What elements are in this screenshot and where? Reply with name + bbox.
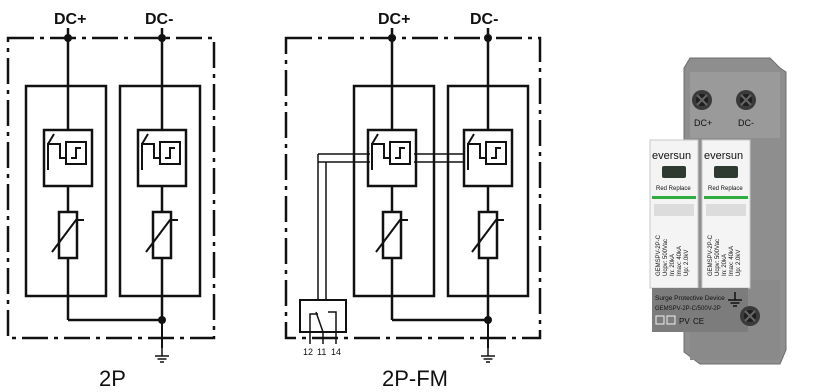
contact-pin-label: 11: [317, 347, 326, 357]
remote-signal-contact: 12 11 14: [299, 299, 347, 357]
base-mark: PV: [679, 317, 690, 326]
svg-text:Ucpv: 500Vac: Ucpv: 500Vac: [715, 239, 721, 276]
contact-pin-label: 12: [303, 347, 313, 357]
svg-text:GEMSPV-2P-C: GEMSPV-2P-C: [708, 234, 714, 276]
ground-icon: [154, 347, 170, 363]
svg-text:In: 20kA: In: 20kA: [722, 254, 728, 276]
module-brand: eversun: [652, 150, 691, 162]
window-note: Red Replace: [708, 186, 743, 192]
housing-terminal-label: DC+: [694, 118, 712, 128]
enclosure-outline: [284, 36, 542, 340]
terminal-screw-icon: [736, 90, 756, 110]
diagram-2p: DC+ DC-: [6, 11, 216, 391]
housing-terminal-label: DC-: [738, 118, 754, 128]
diagram-2p-fm: DC+ DC-: [284, 11, 542, 391]
diagram-caption-2p: 2P: [99, 366, 126, 391]
svg-text:In: 20kA: In: 20kA: [670, 254, 676, 276]
svg-text:Imax: 40kA: Imax: 40kA: [729, 246, 735, 276]
svg-text:GEMSPV-2P-C: GEMSPV-2P-C: [656, 234, 662, 276]
plug-in-module-left: eversun Red Replace GEMSPV-2P-C Ucpv: 50…: [649, 139, 699, 289]
window-note: Red Replace: [656, 186, 691, 192]
base-title: Surge Protective Device: [655, 295, 725, 302]
dc-plus-terminal-label: DC+: [378, 11, 410, 28]
dc-plus-terminal-label: DC+: [54, 11, 86, 28]
enclosure-outline: [6, 36, 216, 340]
module-spec-text: GEMSPV-2P-C Ucpv: 500Vac In: 20kA Imax: …: [656, 234, 690, 276]
pole-right: [446, 28, 530, 320]
base-mark: CE: [693, 317, 704, 326]
earth-screw-icon: [740, 306, 760, 326]
product-photo: DC+ DC- eversun Red Replace GEMSPV-2P-C …: [649, 57, 787, 365]
plug-in-module-right: eversun Red Replace GEMSPV-2P-C Ucpv: 50…: [701, 139, 751, 289]
pole-left: [24, 28, 108, 320]
ground-icon: [480, 347, 496, 363]
svg-text:Imax: 40kA: Imax: 40kA: [677, 246, 683, 276]
pole-right: [118, 28, 202, 320]
svg-text:Up: 2.0kV: Up: 2.0kV: [736, 250, 742, 276]
contact-pin-label: 14: [331, 347, 341, 357]
pole-left: [352, 28, 436, 320]
svg-text:Up: 2.0kV: Up: 2.0kV: [684, 250, 690, 276]
base-model: GEMSPV-2P-C/500V-2P: [655, 306, 721, 312]
module-spec-text: GEMSPV-2P-C Ucpv: 500Vac In: 20kA Imax: …: [708, 234, 742, 276]
terminal-screw-icon: [692, 90, 712, 110]
dc-minus-terminal-label: DC-: [145, 11, 173, 28]
module-brand: eversun: [704, 150, 743, 162]
diagram-caption-2p-fm: 2P-FM: [382, 366, 448, 391]
dc-minus-terminal-label: DC-: [470, 11, 498, 28]
svg-text:Ucpv: 500Vac: Ucpv: 500Vac: [663, 239, 669, 276]
mechanical-link: [317, 153, 464, 300]
